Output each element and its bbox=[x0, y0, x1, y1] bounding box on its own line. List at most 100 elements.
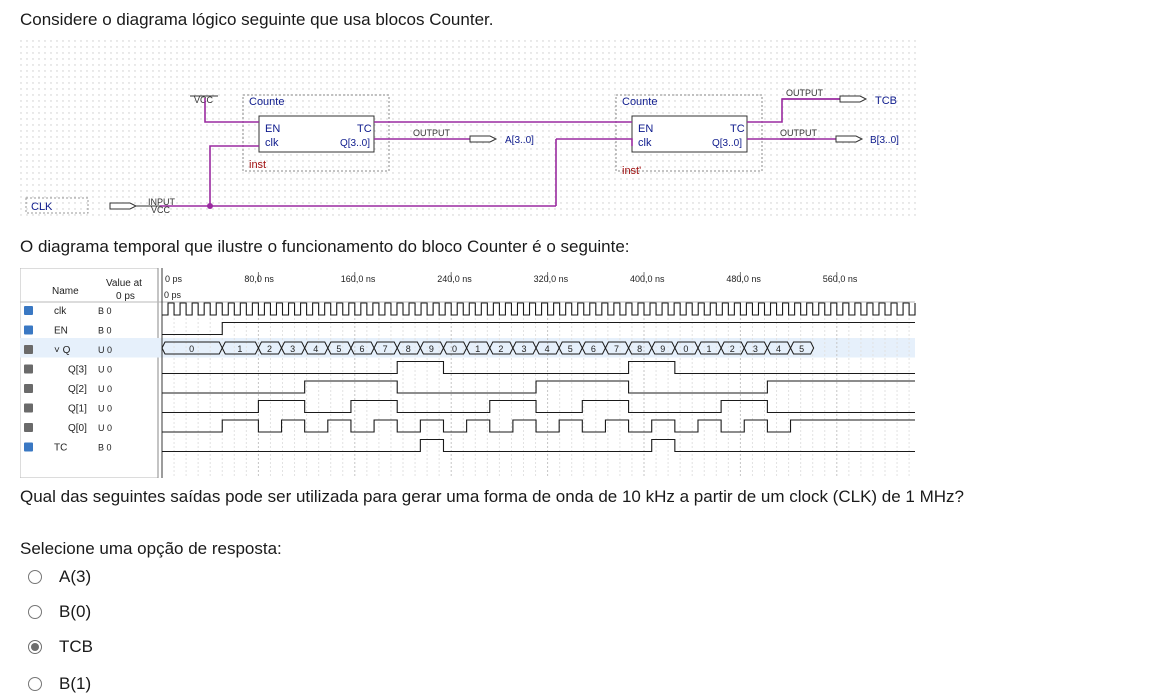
clk-input-tag: INPUT bbox=[148, 197, 176, 207]
signal-name: EN bbox=[54, 326, 68, 337]
signal-type-icon bbox=[24, 364, 33, 374]
time-label: 320,0 ns bbox=[534, 274, 569, 284]
option-tcb[interactable]: TCB bbox=[28, 635, 93, 659]
q-bus-value: 0 bbox=[452, 344, 457, 354]
block-a-pin-clk: clk bbox=[265, 137, 279, 149]
value-header: Value at bbox=[106, 278, 142, 289]
q-bus-value: 0 bbox=[189, 344, 194, 354]
block-a-title: Counte bbox=[249, 96, 284, 108]
clk-input: CLK INPUT VCC bbox=[25, 197, 176, 215]
signal-value: B 0 bbox=[98, 326, 112, 336]
timing-intro: O diagrama temporal que ilustre o funcio… bbox=[20, 237, 630, 256]
counter-block-a: Counte EN clk TC Q[3..0] inst bbox=[242, 94, 390, 172]
time-label: 0 ps bbox=[165, 274, 183, 284]
counter-schematic: VCC Counte EN clk TC Q[3..0] inst Counte… bbox=[20, 40, 920, 220]
clk-input-label: CLK bbox=[31, 201, 53, 213]
output-a-label: A[3..0] bbox=[505, 135, 534, 146]
signal-type-icon bbox=[24, 345, 33, 354]
clk-junction bbox=[207, 203, 213, 209]
option-b1-radio[interactable] bbox=[28, 677, 42, 691]
value-header-sub: 0 ps bbox=[116, 291, 135, 302]
q-bus-value: 4 bbox=[545, 344, 550, 354]
signal-name: Q[2] bbox=[68, 384, 87, 395]
q-bus-value: 9 bbox=[660, 344, 665, 354]
signal-type-icon bbox=[24, 384, 33, 393]
bit-trace-q0 bbox=[162, 419, 915, 433]
block-a-pin-tc: TC bbox=[357, 123, 372, 135]
q-bus-value: 5 bbox=[799, 344, 804, 354]
q-bus-value: 1 bbox=[237, 344, 242, 354]
signal-value: U 0 bbox=[98, 384, 112, 394]
q-bus-value: 3 bbox=[753, 344, 758, 354]
bit-trace-q1 bbox=[162, 399, 915, 414]
block-b-pin-q: Q[3..0] bbox=[712, 138, 742, 149]
signal-type-icon bbox=[24, 423, 33, 432]
block-a-pin-en: EN bbox=[265, 123, 280, 135]
option-b0-radio[interactable] bbox=[28, 605, 42, 619]
signal-type-icon bbox=[24, 442, 33, 452]
block-b-inst: inst' bbox=[622, 165, 641, 177]
output-tcb: OUTPUT TCB bbox=[782, 88, 897, 107]
signal-list-frame bbox=[20, 268, 159, 478]
signal-value: U 0 bbox=[98, 365, 112, 375]
q-bus-value: 9 bbox=[429, 344, 434, 354]
q-bus-value: 1 bbox=[475, 344, 480, 354]
q-bus-value: 5 bbox=[568, 344, 573, 354]
time-label: 240,0 ns bbox=[437, 274, 472, 284]
output-b-label: B[3..0] bbox=[870, 135, 899, 146]
q-bus-value: 2 bbox=[267, 344, 272, 354]
bit-trace-tc bbox=[162, 438, 915, 453]
block-b-pin-tc: TC bbox=[730, 123, 745, 135]
time-label: 400,0 ns bbox=[630, 274, 665, 284]
q-bus-value: 0 bbox=[683, 344, 688, 354]
option-a3-radio[interactable] bbox=[28, 570, 42, 584]
option-a3[interactable]: A(3) bbox=[28, 565, 91, 589]
block-b-title: Counte bbox=[622, 96, 657, 108]
q-bus-value: 8 bbox=[637, 344, 642, 354]
q-bus-value: 8 bbox=[406, 344, 411, 354]
time-label: 160,0 ns bbox=[341, 274, 376, 284]
option-tcb-radio[interactable] bbox=[28, 640, 42, 654]
q-row-highlight bbox=[20, 338, 915, 358]
bit-trace-q2 bbox=[162, 380, 915, 394]
q-bus-value: 3 bbox=[521, 344, 526, 354]
signal-name: Q[1] bbox=[68, 404, 87, 415]
output-a-tag: OUTPUT bbox=[413, 128, 451, 138]
option-b1-label: B(1) bbox=[59, 674, 92, 693]
signal-type-icon bbox=[24, 325, 33, 335]
q-bus-value: 5 bbox=[336, 344, 341, 354]
signal-name: clk bbox=[54, 306, 67, 317]
q-bus-segment bbox=[790, 341, 815, 355]
time-label: 560,0 ns bbox=[823, 274, 858, 284]
option-b1[interactable]: B(1) bbox=[28, 672, 91, 696]
signal-value: U 0 bbox=[98, 345, 112, 355]
signal-value: B 0 bbox=[98, 443, 112, 453]
schematic-grid bbox=[20, 40, 920, 220]
option-tcb-label: TCB bbox=[59, 637, 93, 656]
output-tcb-label: TCB bbox=[875, 95, 897, 107]
cursor-label: 0 ps bbox=[164, 290, 182, 300]
time-label: 80,0 ns bbox=[244, 274, 274, 284]
output-b: OUTPUT B[3..0] bbox=[780, 128, 899, 146]
q-bus-value: 6 bbox=[591, 344, 596, 354]
q-bus-value: 2 bbox=[730, 344, 735, 354]
clk-trace bbox=[162, 302, 916, 316]
signal-type-icon bbox=[24, 306, 33, 315]
option-b0[interactable]: B(0) bbox=[28, 600, 91, 624]
output-tcb-tag: OUTPUT bbox=[786, 88, 824, 98]
signal-value: B 0 bbox=[98, 306, 112, 316]
output-b-tag: OUTPUT bbox=[780, 128, 818, 138]
option-a3-label: A(3) bbox=[59, 567, 92, 586]
q-bus-value: 4 bbox=[313, 344, 318, 354]
select-prompt: Selecione uma opção de resposta: bbox=[20, 539, 282, 558]
question-text: Qual das seguintes saídas pode ser utili… bbox=[20, 487, 964, 506]
name-header: Name bbox=[52, 286, 79, 297]
option-b0-label: B(0) bbox=[59, 602, 92, 621]
block-b-pin-en: EN bbox=[638, 123, 653, 135]
block-a-pin-q: Q[3..0] bbox=[340, 138, 370, 149]
counter-block-b: Counte EN clk TC Q[3..0] inst' bbox=[615, 94, 763, 177]
q-bus-value: 1 bbox=[707, 344, 712, 354]
